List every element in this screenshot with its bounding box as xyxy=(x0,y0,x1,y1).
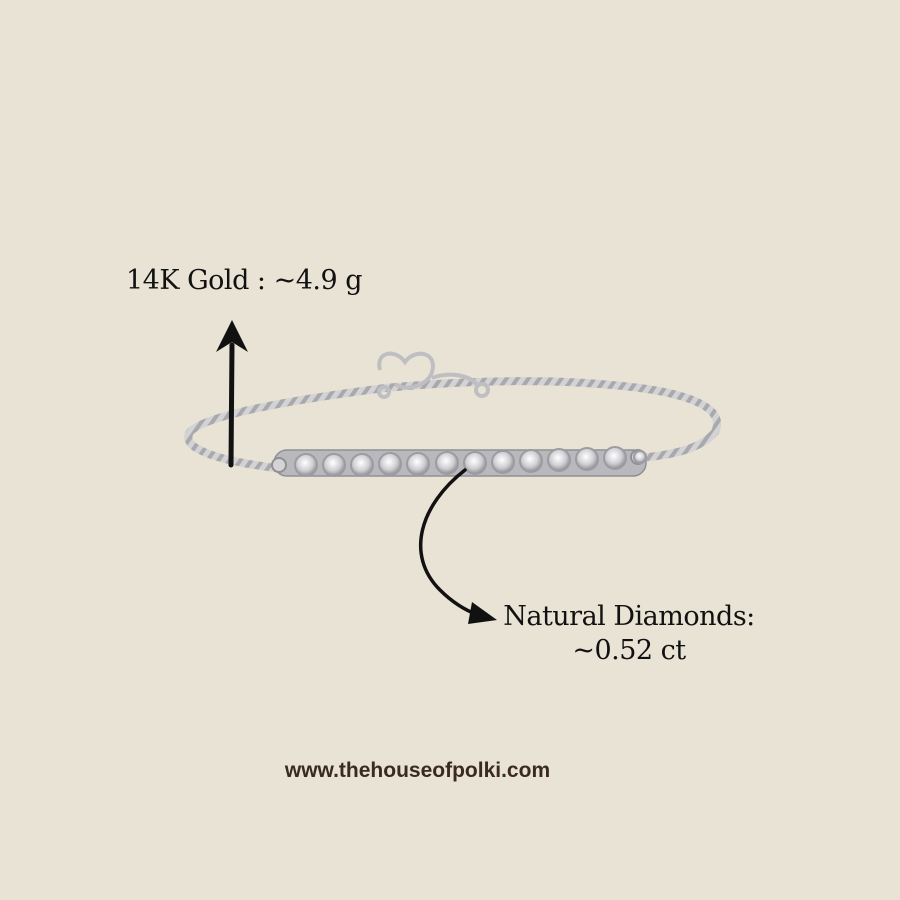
diamond xyxy=(406,452,430,476)
diamond xyxy=(322,453,346,477)
diamond xyxy=(350,453,374,477)
diamond xyxy=(519,449,543,473)
diamond xyxy=(633,450,647,464)
diamond-label-line1: Natural Diamonds: xyxy=(503,601,755,632)
diamond-label-line2: ~0.52 ct xyxy=(572,635,686,666)
diamond xyxy=(603,446,627,470)
diamond xyxy=(294,453,318,477)
bracelet xyxy=(184,351,721,477)
diamond xyxy=(575,447,599,471)
website-url: www.thehouseofpolki.com xyxy=(284,759,551,782)
diamond-arrow-icon xyxy=(418,468,497,624)
diamond xyxy=(547,448,571,472)
diamond-weight-label: Natural Diamonds: ~0.52 ct xyxy=(494,600,764,668)
diamond xyxy=(463,451,487,475)
diamond xyxy=(491,450,515,474)
diamond-row xyxy=(294,446,647,477)
diamond xyxy=(378,452,402,476)
diamond xyxy=(435,451,459,475)
bar-end-left xyxy=(271,457,287,473)
gold-arrow-icon xyxy=(216,320,248,468)
gold-weight-label: 14K Gold : ~4.9 g xyxy=(126,265,363,296)
bracelet-clasp xyxy=(377,351,490,399)
